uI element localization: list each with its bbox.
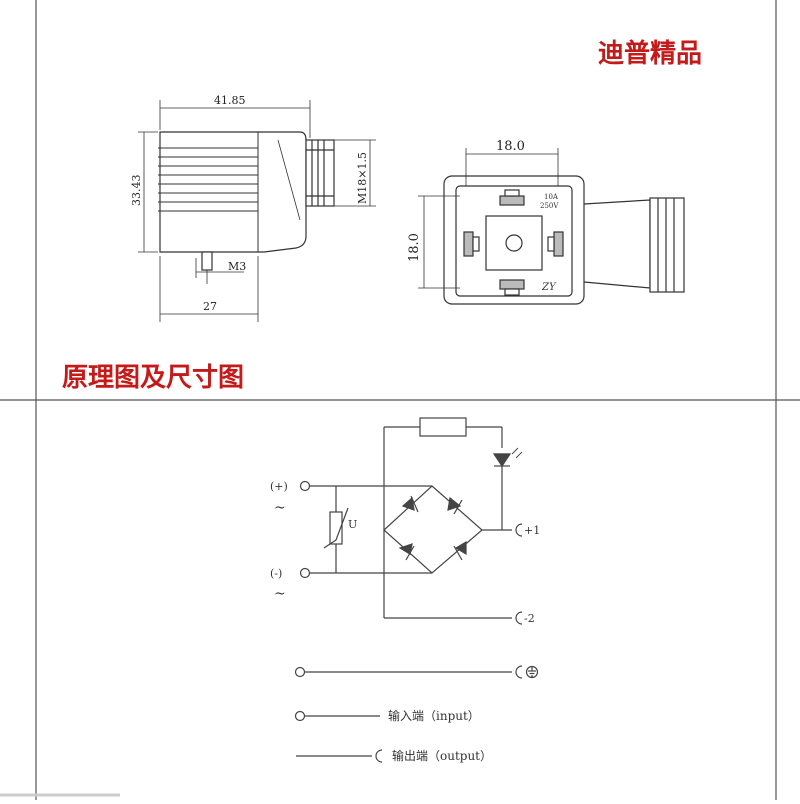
output-plus1-terminal xyxy=(515,523,523,537)
contact-left xyxy=(463,231,474,257)
ground-output-terminal xyxy=(515,665,523,679)
ground-pin-hole xyxy=(505,234,523,252)
input-plus-label: (+) xyxy=(270,480,288,493)
input-minus-label: (-) xyxy=(270,567,282,580)
led xyxy=(492,453,512,468)
output-minus2-terminal xyxy=(515,611,523,625)
legend-output-symbol xyxy=(375,749,383,763)
dim-front-width-18: 18.0 xyxy=(496,139,525,154)
mark-zy: ZY xyxy=(541,282,557,293)
thread-nut xyxy=(305,139,335,207)
varistor xyxy=(329,511,343,545)
resistor xyxy=(419,417,467,437)
legend-input-symbol xyxy=(294,710,306,722)
varistor-label: U xyxy=(348,518,357,531)
rating-10a: 10A xyxy=(544,193,559,201)
connector-body xyxy=(159,131,307,253)
brand-label: 迪普精品 xyxy=(598,38,702,69)
ground-input-terminal xyxy=(294,666,306,678)
input-minus-terminal xyxy=(299,567,311,579)
front-side-nut xyxy=(583,197,685,293)
legend-input-text: 输入端（input） xyxy=(388,708,480,723)
output-plus1-label: +1 xyxy=(524,524,540,537)
input-plus-ac-symbol: ~ xyxy=(274,500,286,516)
contact-bottom xyxy=(499,279,525,290)
front-outer-body xyxy=(443,175,585,305)
dim-base-27: 27 xyxy=(203,300,217,313)
screw xyxy=(201,251,213,271)
diode-top-right xyxy=(447,496,462,511)
diode-bottom-right xyxy=(454,540,467,556)
grip-ribs xyxy=(158,132,301,252)
dim-front-height-18: 18.0 xyxy=(407,233,422,262)
input-minus-ac-symbol: ~ xyxy=(274,586,286,602)
section-title: 原理图及尺寸图 xyxy=(62,363,244,393)
contact-top xyxy=(499,195,525,206)
input-plus-terminal xyxy=(299,480,311,492)
ground-pin-square xyxy=(485,215,543,271)
connector-front-view xyxy=(418,148,685,305)
front-inner-face xyxy=(455,185,573,297)
dim-screw-m3: M3 xyxy=(228,260,246,273)
circuit-schematic xyxy=(294,417,539,763)
dim-thread-m18: M18×1.5 xyxy=(356,152,369,204)
legend-output-text: 输出端（output） xyxy=(392,748,492,763)
connector-side-view xyxy=(138,100,376,322)
dim-width-41-85: 41.85 xyxy=(214,94,246,107)
dim-height-33-43: 33.43 xyxy=(130,175,143,207)
diode-top-left xyxy=(401,496,415,511)
contact-right xyxy=(553,231,564,257)
ground-icon xyxy=(525,665,539,679)
rating-250v: 250V xyxy=(540,202,559,210)
diode-bottom-left xyxy=(398,543,413,555)
output-minus2-label: -2 xyxy=(524,612,535,625)
bridge-rectifier xyxy=(383,485,483,574)
